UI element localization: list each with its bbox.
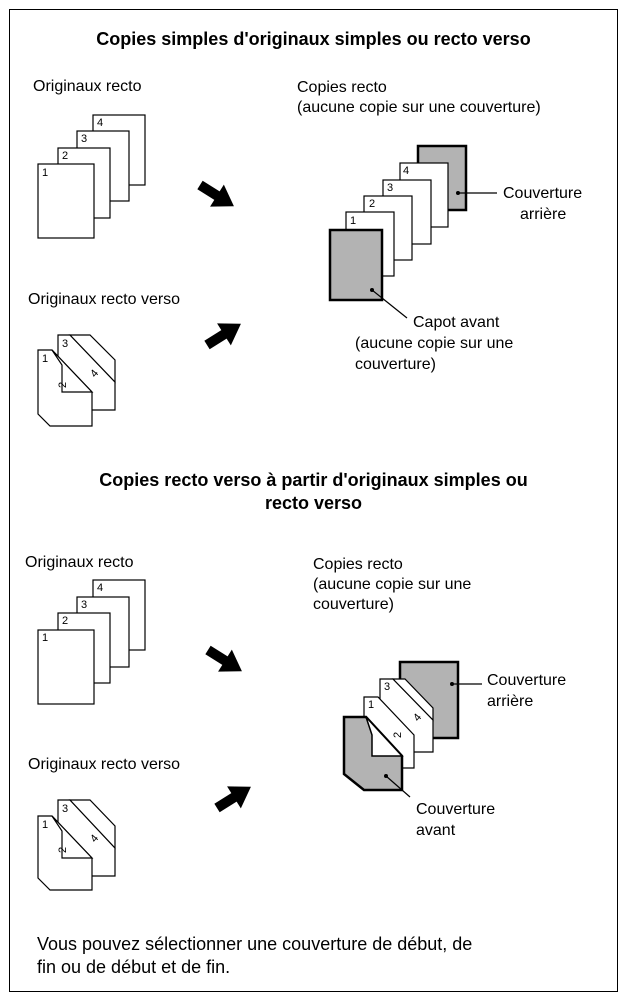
s1-front-cover-line3: couverture) <box>355 356 436 373</box>
s2-output-label-line3: couverture) <box>313 596 394 613</box>
s1-front-cover-dot <box>370 288 374 292</box>
s2-duplex-num-3: 3 <box>62 803 68 815</box>
s1-output-num-3: 3 <box>387 182 393 194</box>
section2-heading-line2: recto verso <box>264 493 363 513</box>
s2-output-stack <box>342 660 460 792</box>
s2-originals-duplex-label: Originaux recto verso <box>28 756 181 773</box>
page-1 <box>37 163 95 239</box>
s2-originals-simplex-label: Originaux recto <box>25 554 134 571</box>
fold-2 <box>391 678 434 722</box>
s1-simplex-num-4: 4 <box>97 117 103 129</box>
s2-output-num-2: 2 <box>392 732 404 738</box>
s2-back-cover-dot <box>450 682 454 686</box>
s1-duplex-num-3: 3 <box>62 338 68 350</box>
s2-simplex-originals <box>37 579 146 705</box>
s2-duplex-num-1: 1 <box>42 819 48 831</box>
s1-leaders <box>371 192 497 319</box>
s1-output-stack <box>328 144 468 302</box>
s1-arrow-down <box>193 173 241 218</box>
s1-front-cover-line2: (aucune copie sur une <box>355 335 514 352</box>
s1-duplex-num-2: 2 <box>57 382 69 388</box>
s1-duplex-originals <box>37 334 116 427</box>
s2-simplex-num-3: 3 <box>81 599 87 611</box>
s1-originals-duplex-label: Originaux recto verso <box>28 291 181 308</box>
s2-duplex-num-2: 2 <box>57 847 69 853</box>
fold-front <box>51 815 94 859</box>
fold-back <box>68 799 116 850</box>
fold-back <box>68 334 116 384</box>
s1-duplex-num-1: 1 <box>42 353 48 365</box>
page-frame <box>9 9 618 992</box>
s2-output-label-line2: (aucune copie sur une <box>313 576 472 593</box>
front-cover <box>328 228 384 302</box>
s2-duplex-originals <box>37 799 116 891</box>
s2-simplex-num-2: 2 <box>62 615 68 627</box>
section2-heading-line1: Copies recto verso à partir d'originaux … <box>99 470 528 490</box>
footer-line1: Vous pouvez sélectionner une couverture … <box>37 934 473 954</box>
s2-arrow-up <box>210 775 258 820</box>
s2-arrow-down <box>201 638 249 683</box>
section1-heading: Copies simples d'originaux simples ou re… <box>96 29 531 49</box>
s1-output-num-4: 4 <box>403 165 409 177</box>
page-1 <box>37 629 95 705</box>
s1-simplex-originals <box>37 114 146 239</box>
s2-front-cover-dot <box>384 774 388 778</box>
s1-output-label-line2: (aucune copie sur une couverture) <box>297 99 541 116</box>
s1-front-cover-line1: Capot avant <box>413 314 500 331</box>
s1-back-cover-dot <box>456 191 460 195</box>
s1-output-num-2: 2 <box>369 198 375 210</box>
s1-back-cover-line2: arrière <box>520 206 567 223</box>
s1-simplex-num-1: 1 <box>42 167 48 179</box>
s1-back-cover-line1: Couverture <box>503 185 583 202</box>
s2-output-num-3: 3 <box>384 681 390 693</box>
s1-simplex-num-2: 2 <box>62 150 68 162</box>
s2-output-num-1: 1 <box>368 699 374 711</box>
s2-leaders <box>385 683 482 798</box>
footer-line2: fin ou de début et de fin. <box>37 957 231 977</box>
s1-output-label-line1: Copies recto <box>297 79 387 96</box>
s2-simplex-num-1: 1 <box>42 632 48 644</box>
s2-output-label-line1: Copies recto <box>313 556 403 573</box>
s2-simplex-num-4: 4 <box>97 582 103 594</box>
s1-originals-simplex-label: Originaux recto <box>33 78 142 95</box>
s1-output-num-1: 1 <box>350 215 356 227</box>
s2-back-cover-line2: arrière <box>487 693 534 710</box>
s1-simplex-num-3: 3 <box>81 133 87 145</box>
s1-arrow-up <box>200 312 248 357</box>
s2-back-cover-line1: Couverture <box>487 672 567 689</box>
s2-front-cover-line2: avant <box>416 822 456 839</box>
s2-front-cover-line1: Couverture <box>416 801 496 818</box>
fold-front <box>51 349 94 393</box>
fold-1 <box>365 716 404 757</box>
